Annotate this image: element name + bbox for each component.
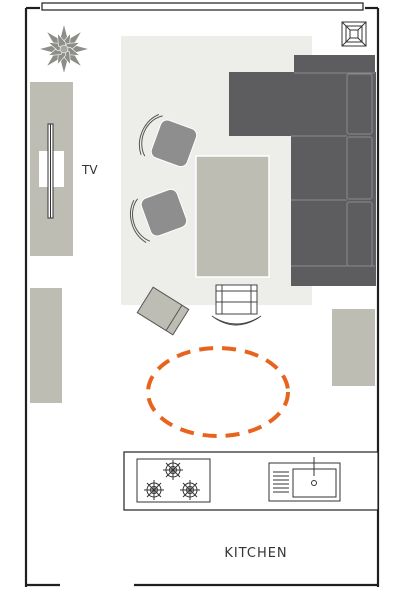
armchair-icon xyxy=(138,113,198,168)
walkway-zone xyxy=(146,346,290,438)
tv-icon xyxy=(39,123,64,219)
sofa-main xyxy=(291,72,376,286)
coffee-table xyxy=(195,155,270,278)
lamp-icon xyxy=(341,21,367,47)
ottoman xyxy=(136,286,190,336)
side-table-right xyxy=(332,309,375,386)
side-cabinet-left xyxy=(30,288,62,403)
armchair-icon xyxy=(130,188,188,243)
sink-icon xyxy=(268,457,341,502)
tv-label: TV xyxy=(81,163,98,177)
stove-icon xyxy=(136,458,211,503)
plant-icon xyxy=(37,22,91,76)
dining-chair xyxy=(211,284,262,326)
sofa-arm-bottom xyxy=(294,268,375,285)
sofa xyxy=(229,55,376,286)
sofa-back-top xyxy=(294,55,375,73)
kitchen-label: KITCHEN xyxy=(224,546,287,561)
top-window xyxy=(41,2,364,11)
